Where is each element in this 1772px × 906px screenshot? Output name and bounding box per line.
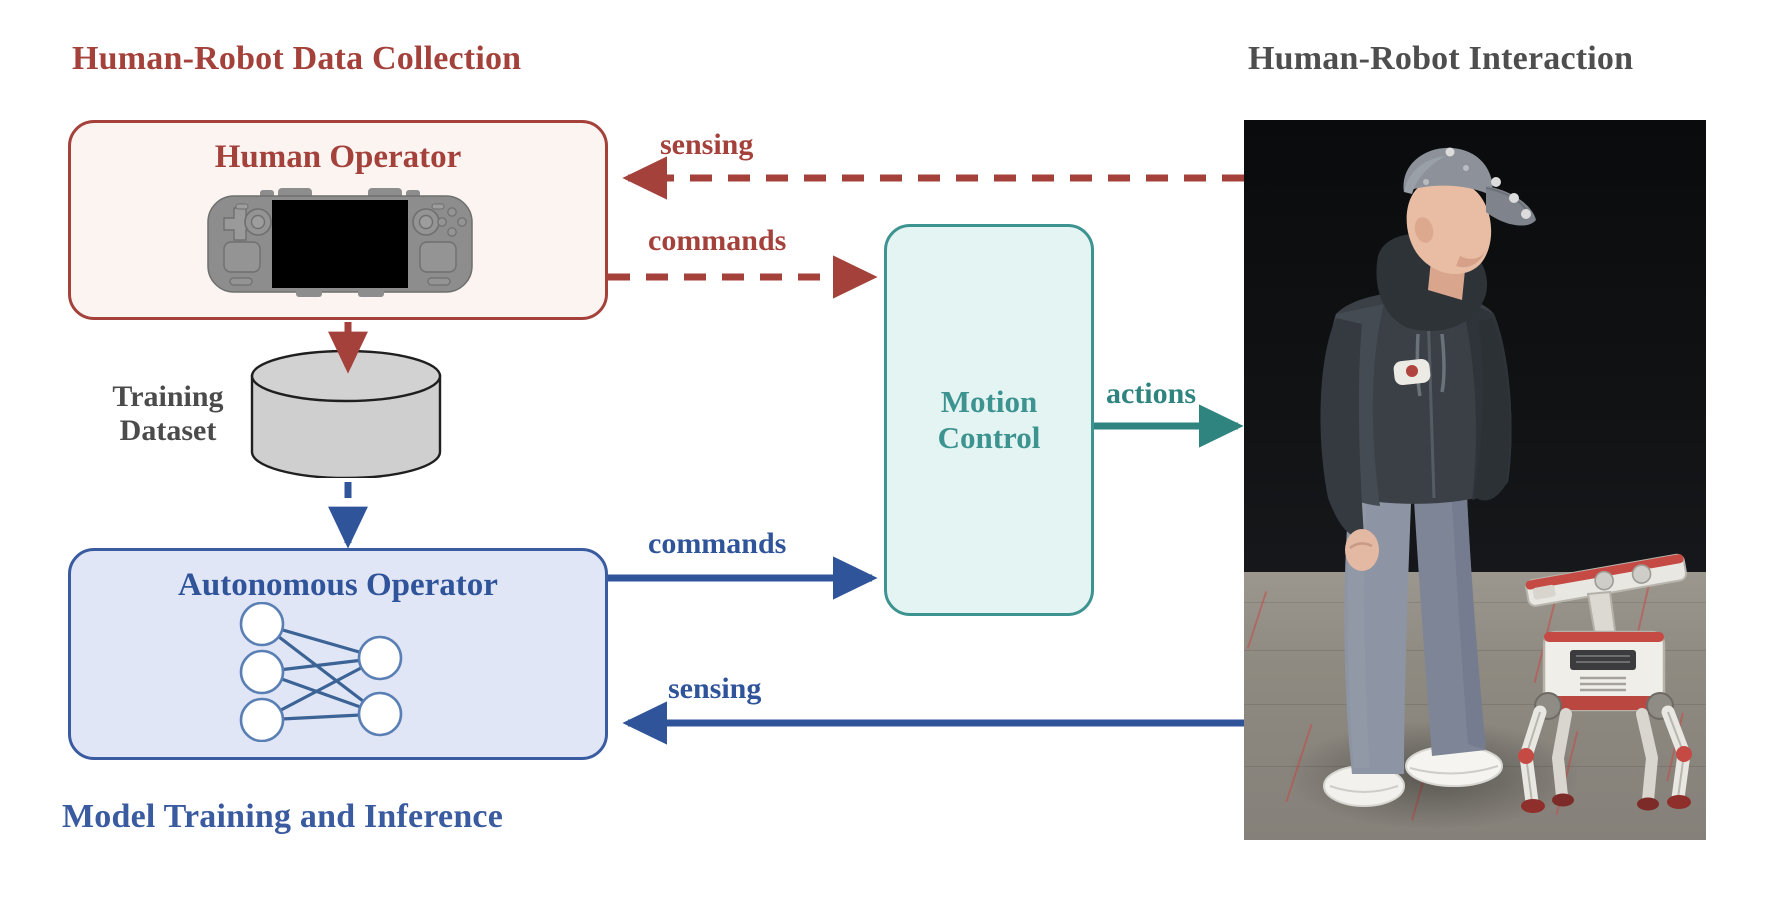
training-dataset-line2: Dataset — [119, 413, 217, 447]
handheld-game-controller-icon — [200, 188, 480, 298]
training-dataset-line1: Training — [112, 380, 224, 413]
arrow-label-commands-bottom: commands — [648, 527, 787, 560]
section-title-model-training: Model Training and Inference — [62, 798, 504, 835]
arrow-label-commands-top: commands — [648, 224, 787, 257]
motion-control-line1: Motion — [940, 384, 1038, 420]
autonomous-operator-panel: Autonomous Operator — [68, 548, 608, 760]
human-operator-label: Human Operator — [214, 139, 462, 175]
motion-control-panel: Motion Control — [884, 224, 1094, 616]
person-figure — [1320, 147, 1536, 807]
motion-control-line2: Control — [937, 420, 1041, 455]
arrow-label-sensing-top: sensing — [660, 128, 754, 161]
training-dataset-label: Training Dataset — [88, 380, 248, 447]
autonomous-operator-label: Autonomous Operator — [178, 567, 498, 603]
section-title-human-robot-interaction: Human-Robot Interaction — [1248, 40, 1634, 77]
database-cylinder-icon — [248, 349, 444, 480]
neural-network-icon — [228, 601, 428, 743]
arrow-label-actions: actions — [1106, 377, 1196, 410]
arrow-label-sensing-bottom: sensing — [668, 672, 762, 705]
motion-control-label: Motion Control — [887, 384, 1091, 456]
quadruped-robot — [1518, 553, 1692, 813]
human-robot-interaction-photo — [1244, 120, 1706, 840]
section-title-data-collection: Human-Robot Data Collection — [72, 40, 522, 77]
